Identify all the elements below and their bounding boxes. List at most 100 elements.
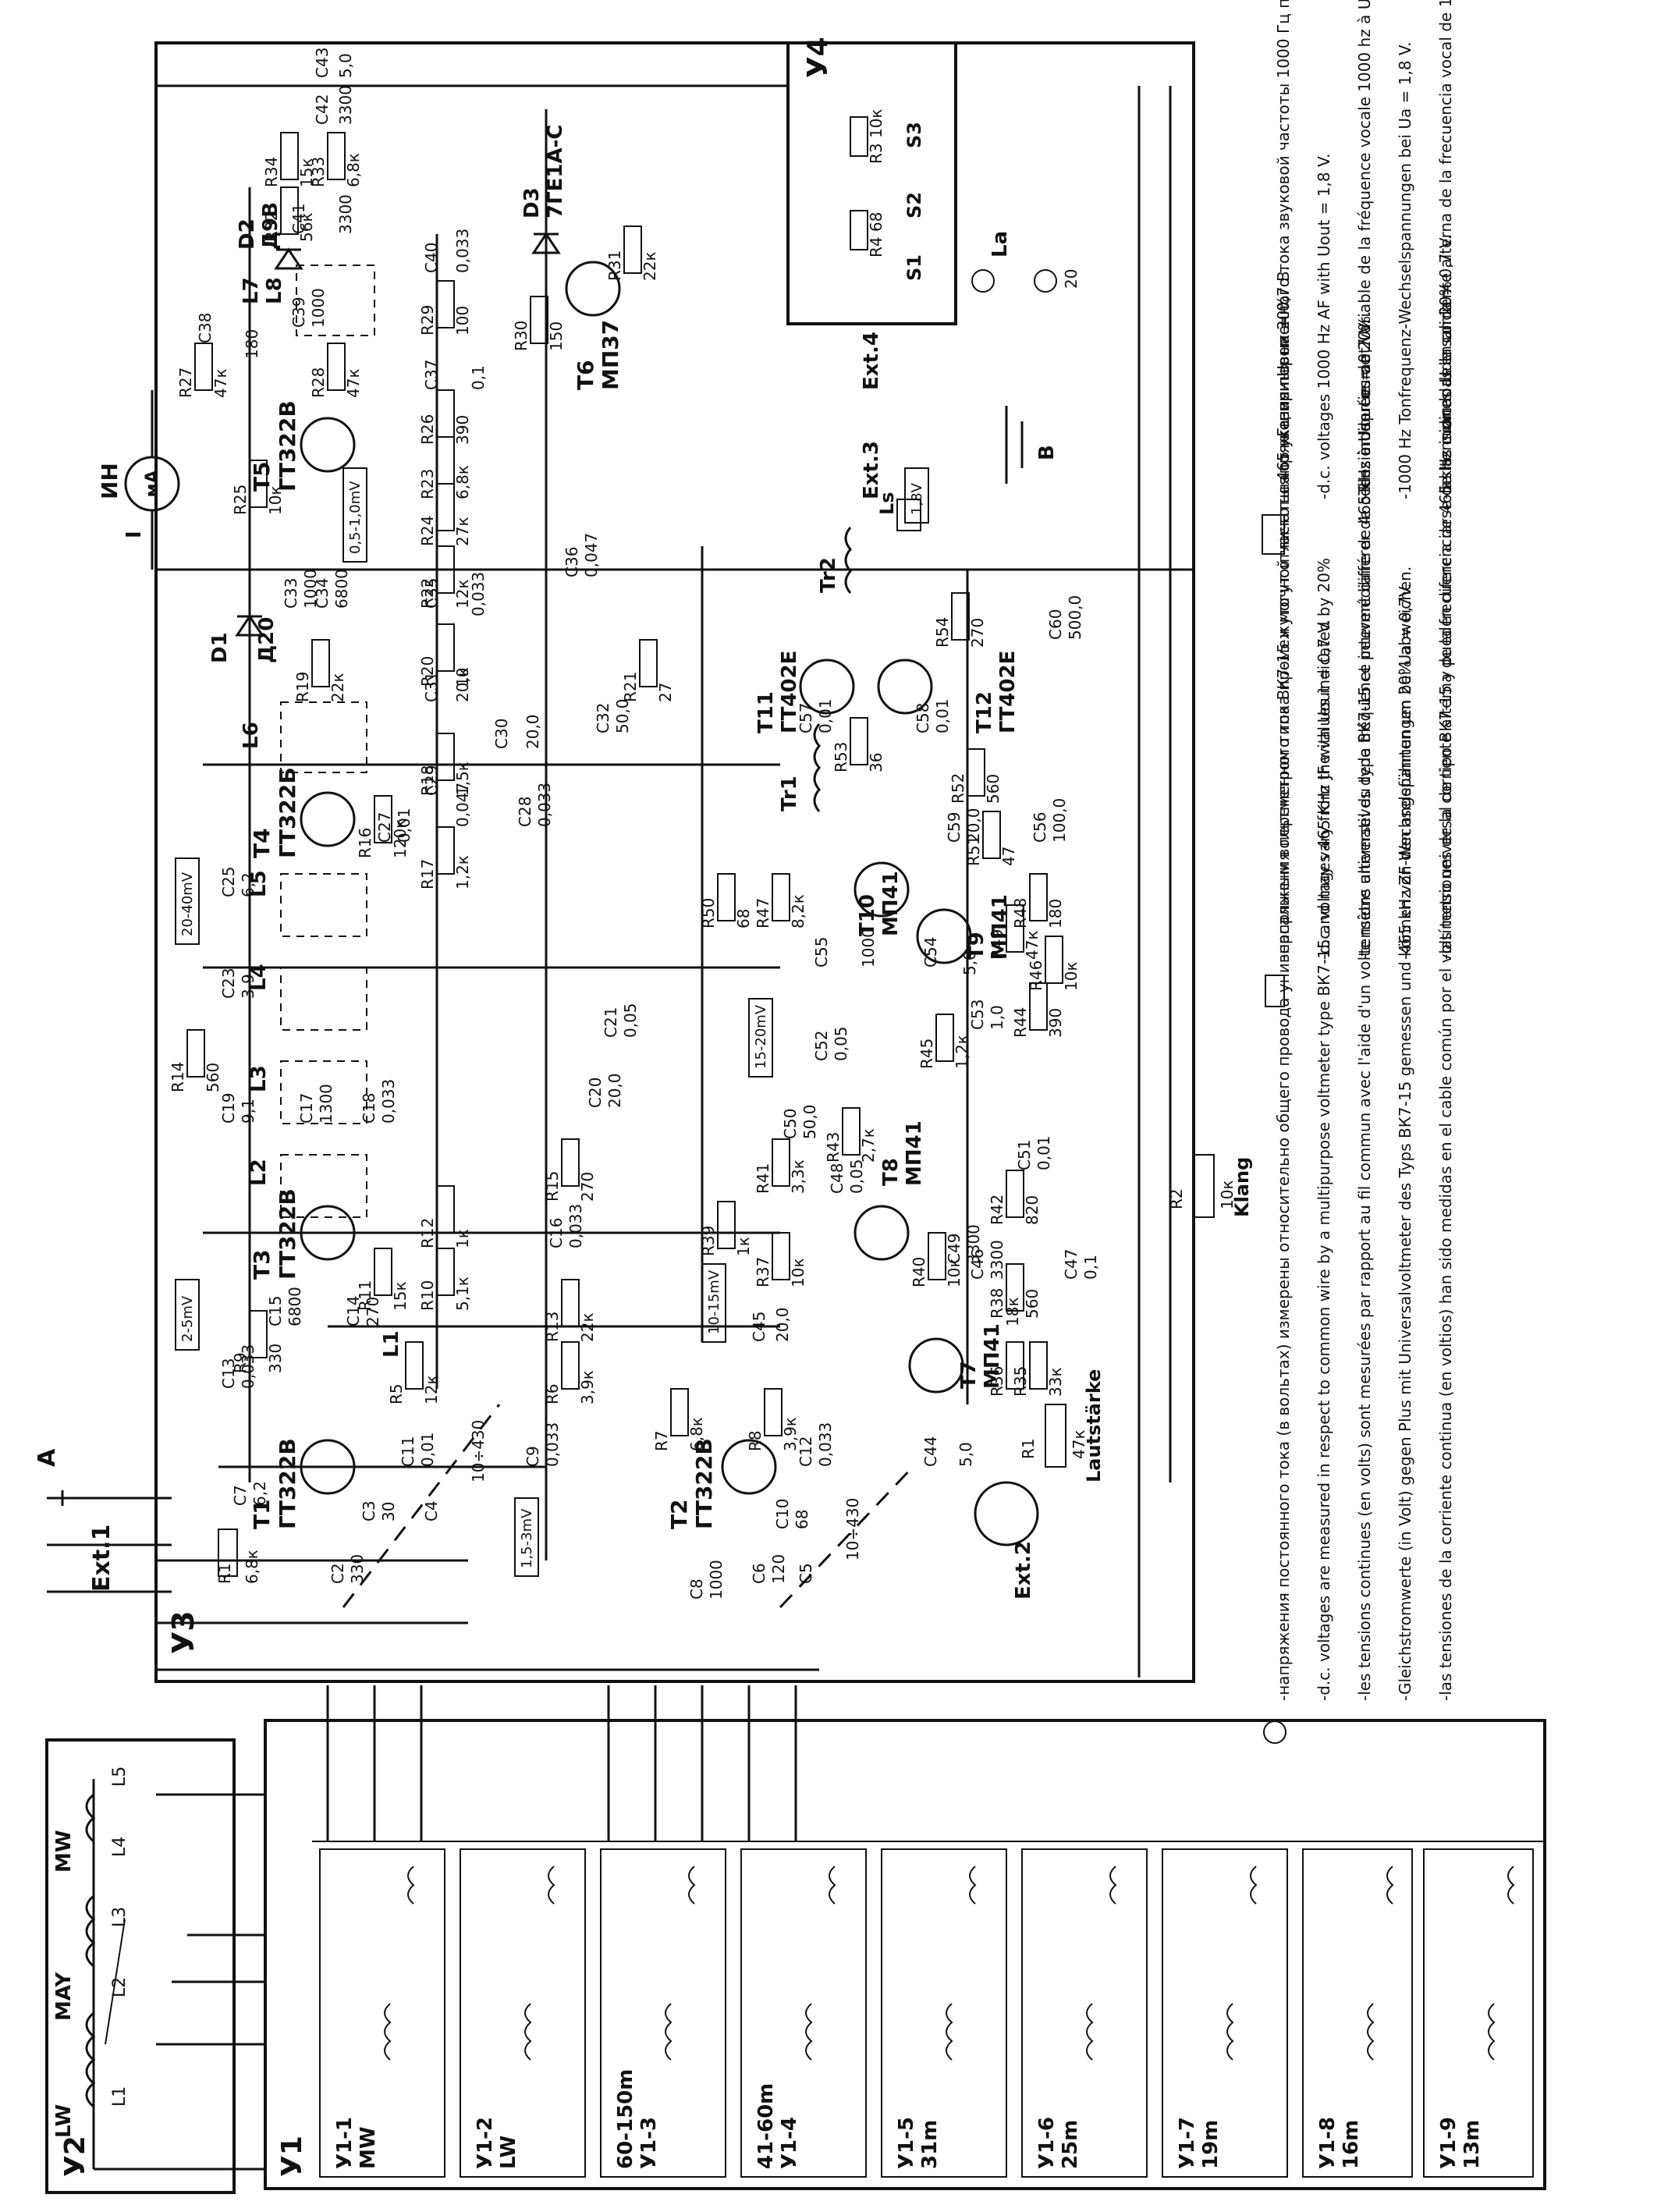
u3-l5: L5 xyxy=(247,870,271,897)
svg-text:10÷430: 10÷430 xyxy=(843,1498,862,1560)
svg-text:R10: R10 xyxy=(418,1280,437,1311)
svg-text:R16: R16 xyxy=(356,828,374,858)
svg-text:C43: C43 xyxy=(313,48,332,78)
svg-text:C13: C13 xyxy=(219,1358,238,1389)
u3-u1-bus xyxy=(156,1559,819,1841)
u1-module-9-name: У1-9 xyxy=(1437,2117,1460,2169)
ext3-label: Ext.3 xyxy=(860,441,883,499)
u1-module-1-band: MW xyxy=(357,2126,380,2169)
svg-text:R25: R25 xyxy=(231,485,250,515)
svg-text:C5: C5 xyxy=(797,1563,815,1584)
svg-text:C51: C51 xyxy=(1015,1140,1034,1170)
svg-text:R24: R24 xyxy=(418,516,437,546)
svg-text:-465 kHz ZF-Wechselspannungen: -465 kHz ZF-Wechselspannungen bei Ua = 0… xyxy=(1396,584,1414,960)
svg-text:0,01: 0,01 xyxy=(418,1432,437,1467)
svg-text:C48: C48 xyxy=(828,1163,846,1194)
svg-text:15к: 15к xyxy=(297,158,316,187)
svg-text:330: 330 xyxy=(266,1344,285,1373)
svg-text:R38: R38 xyxy=(988,1288,1006,1319)
svg-text:20-40mV: 20-40mV xyxy=(179,872,196,936)
notes-af: -напряжения переменного тока звуковой ча… xyxy=(1262,0,1455,555)
svg-text:20,0: 20,0 xyxy=(773,1307,792,1342)
svg-text:C38: C38 xyxy=(196,313,215,343)
volume-label: Lautstärke xyxy=(1083,1369,1105,1482)
transistor-t3: T3 ГТ322В xyxy=(249,1188,356,1280)
svg-text:C2: C2 xyxy=(328,1563,347,1584)
svg-text:C7: C7 xyxy=(231,1485,250,1506)
svg-text:5,0: 5,0 xyxy=(956,1442,975,1467)
svg-text:68: 68 xyxy=(793,1510,811,1529)
note-if-4: -465 kHz ZF-Wechselspannungen bei Ua = 0… xyxy=(1396,584,1414,960)
svg-text:C12: C12 xyxy=(797,1436,815,1467)
svg-text:0,01: 0,01 xyxy=(816,698,835,733)
block-u4-frame xyxy=(786,41,957,325)
svg-text:100,0: 100,0 xyxy=(1050,798,1069,843)
u1-module-6-name: У1-6 xyxy=(1035,2117,1059,2169)
svg-text:R9: R9 xyxy=(231,1352,250,1373)
u2-l4: L4 xyxy=(110,1837,130,1857)
svg-text:27к: 27к xyxy=(453,517,472,546)
svg-text:R44: R44 xyxy=(1011,1007,1030,1038)
antenna-label: A xyxy=(34,1448,61,1467)
svg-text:R19: R19 xyxy=(293,672,312,702)
svg-text:R31: R31 xyxy=(605,250,624,281)
ac-reading-6: 15-20mV xyxy=(748,998,773,1078)
note-af-1: -напряжения переменного тока звуковой ча… xyxy=(1274,0,1293,499)
block-u3-frame xyxy=(154,41,1195,1683)
u1-module-2: У1-2 LW xyxy=(460,1848,586,2178)
svg-text:C18: C18 xyxy=(360,1093,378,1124)
svg-text:100: 100 xyxy=(453,306,472,336)
svg-text:R18: R18 xyxy=(418,765,437,796)
svg-text:C3: C3 xyxy=(360,1500,378,1521)
svg-text:33к: 33к xyxy=(1046,1367,1065,1397)
block-u4-label: У4 xyxy=(802,37,834,78)
svg-text:C44: C44 xyxy=(921,1436,940,1467)
u3-wiring xyxy=(156,84,1194,1678)
block-u3-label: У3 xyxy=(166,1610,201,1654)
svg-text:R53: R53 xyxy=(832,742,850,772)
svg-text:C4: C4 xyxy=(422,1500,441,1521)
transistor-t4: T4 ГТ322Б xyxy=(249,767,356,858)
svg-text:500,0: 500,0 xyxy=(1066,595,1084,640)
ac-reading-3: 1,5-3mV xyxy=(514,1497,539,1577)
svg-text:0,033: 0,033 xyxy=(239,1344,257,1389)
svg-text:-Tension de courant variable d: -Tension de courant variable de la fréqu… xyxy=(1355,0,1374,499)
svg-text:6,8к: 6,8к xyxy=(687,1417,706,1451)
svg-text:9,1: 9,1 xyxy=(239,1099,257,1124)
svg-text:R39: R39 xyxy=(699,1226,718,1256)
block-u2-label: У2 xyxy=(59,2136,91,2177)
svg-text:T2: T2 xyxy=(666,1499,692,1529)
svg-text:5,1к: 5,1к xyxy=(453,1276,472,1311)
svg-text:R30: R30 xyxy=(512,321,531,351)
ext1-label: Ext.1 xyxy=(88,1525,115,1592)
svg-text:ГТ402Е: ГТ402Е xyxy=(778,651,801,733)
svg-text:D1: D1 xyxy=(208,632,232,663)
svg-text:3,9к: 3,9к xyxy=(578,1370,597,1404)
svg-text:7ГЕ1А-С: 7ГЕ1А-С xyxy=(544,124,567,218)
ac-reading-2: 2-5mV xyxy=(175,1279,200,1351)
u1-module-2-band: LW xyxy=(497,2136,520,2169)
u4-contents: R3 10к R4 68 S3 S2 S1 La 20 xyxy=(850,108,1081,293)
svg-text:0,05: 0,05 xyxy=(847,1159,866,1194)
svg-text:20,0: 20,0 xyxy=(605,1073,624,1108)
svg-text:50,0: 50,0 xyxy=(613,698,632,733)
svg-text:R42: R42 xyxy=(988,1195,1006,1225)
